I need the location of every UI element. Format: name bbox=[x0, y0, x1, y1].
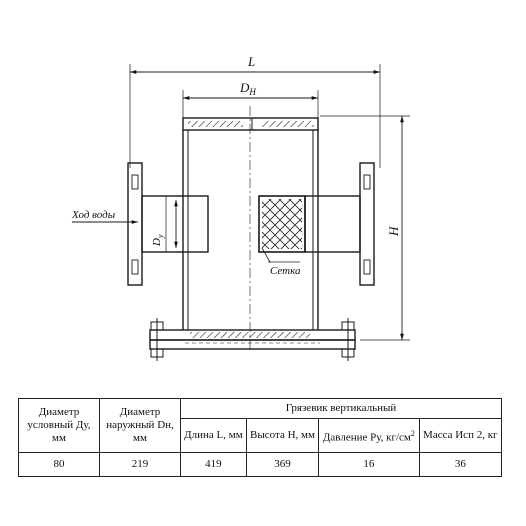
cell-outer-diameter: 219 bbox=[99, 452, 181, 477]
mesh-label: Сетка bbox=[261, 247, 301, 277]
dimension-H: H bbox=[320, 115, 410, 341]
header-group: Грязевик вертикальный bbox=[180, 398, 502, 419]
header-pressure: Давление Ру, кг/см2 bbox=[318, 418, 420, 453]
spec-table: Диаметр условный Ду, мм Диаметр наружный… bbox=[18, 398, 503, 477]
header-mass: Масса Исп 2, кг bbox=[418, 418, 503, 453]
cell-height: 369 bbox=[245, 452, 320, 477]
cell-nominal-diameter: 80 bbox=[18, 452, 100, 477]
dim-Dy-sub: y bbox=[156, 234, 165, 239]
header-length: Длина L, мм bbox=[180, 418, 247, 453]
mud-trap-drawing: L DH H bbox=[71, 54, 410, 361]
vessel-body bbox=[149, 106, 356, 361]
inlet-nozzle: Dy bbox=[127, 162, 209, 286]
dim-DH-sub: H bbox=[248, 87, 256, 97]
dimension-L: L bbox=[129, 54, 381, 168]
dimension-DH: DH bbox=[182, 80, 319, 118]
cell-pressure: 16 bbox=[318, 452, 420, 477]
flow-label: Ход воды bbox=[71, 209, 138, 224]
flow-label-text: Ход воды bbox=[71, 209, 116, 221]
header-height: Высота H, мм bbox=[245, 418, 320, 453]
mesh-label-text: Сетка bbox=[270, 265, 301, 277]
svg-text:DH: DH bbox=[239, 80, 256, 97]
outlet-nozzle bbox=[258, 162, 375, 286]
dim-L-label: L bbox=[247, 54, 255, 69]
header-nominal-diameter: Диаметр условный Ду, мм bbox=[18, 398, 100, 453]
dim-Dy-main: D bbox=[151, 238, 163, 247]
dim-H-label: H bbox=[386, 226, 401, 237]
cell-mass: 36 bbox=[418, 452, 503, 477]
svg-text:Dy: Dy bbox=[151, 234, 165, 247]
cell-length: 419 bbox=[180, 452, 247, 477]
dim-DH-main: D bbox=[239, 80, 250, 95]
header-outer-diameter: Диаметр наружный Dн, мм bbox=[99, 398, 181, 453]
